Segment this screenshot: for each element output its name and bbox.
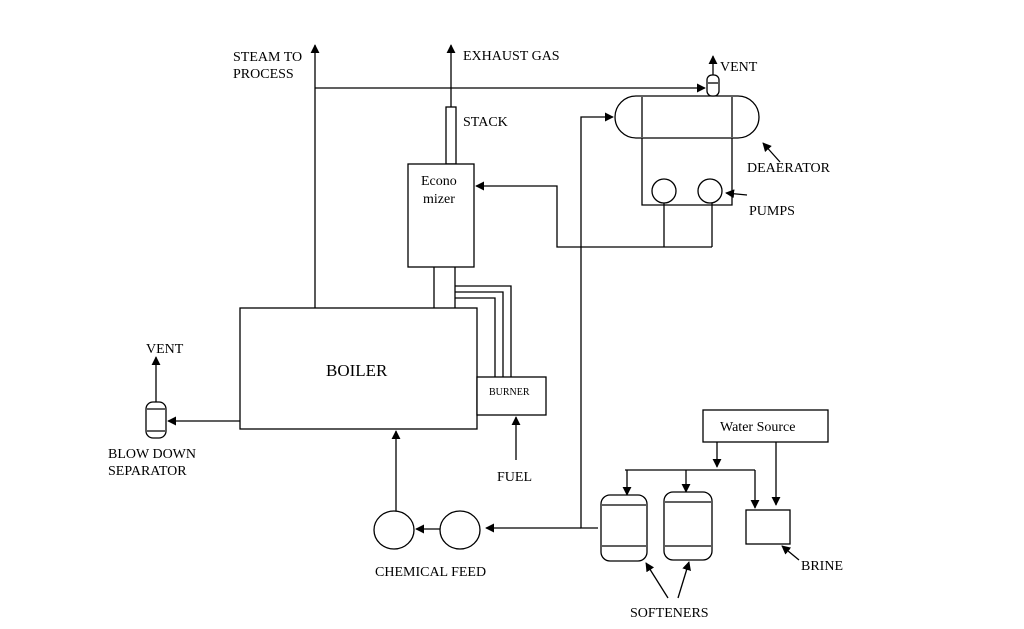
burner xyxy=(476,376,547,416)
pumps-pointer xyxy=(725,189,748,199)
brine-tank xyxy=(745,509,791,545)
softener-pointer-1 xyxy=(645,562,669,599)
pumps xyxy=(651,178,723,204)
chemical-feed-pumps xyxy=(373,510,481,550)
economizer-label: Econo xyxy=(421,174,457,189)
blow-down-separator xyxy=(145,401,167,439)
softener-2 xyxy=(663,491,713,561)
softener-pointer-2 xyxy=(677,561,691,599)
economizer-label-2: mizer xyxy=(423,192,455,207)
deaerator-vent-label: VENT xyxy=(720,60,758,75)
softener-1 xyxy=(600,494,648,562)
water-source-label: Water Source xyxy=(720,420,795,435)
fuel-label: FUEL xyxy=(497,470,532,485)
deaerator-label: DEAERATOR xyxy=(747,161,831,176)
stack xyxy=(445,106,457,165)
brine-pointer xyxy=(781,545,800,561)
blowdown-vent-label: VENT xyxy=(146,342,184,357)
boiler xyxy=(239,307,478,430)
blow-down-separator-label: BLOW DOWN xyxy=(108,447,196,462)
water-source xyxy=(702,409,829,443)
boiler-label: BOILER xyxy=(326,361,388,380)
softeners-label: SOFTENERS xyxy=(630,606,709,621)
steam-to-process-label-2: PROCESS xyxy=(233,67,294,82)
steam-line xyxy=(310,44,706,308)
pumps-label: PUMPS xyxy=(749,204,795,219)
brine-label: BRINE xyxy=(801,559,843,574)
water-distribution xyxy=(622,442,781,509)
deaerator-pointer xyxy=(762,142,781,163)
exhaust-gas-label: EXHAUST GAS xyxy=(463,49,560,64)
steam-to-process-label: STEAM TO xyxy=(233,50,302,65)
economizer xyxy=(407,163,475,268)
softened-water-line xyxy=(580,112,614,529)
blow-down-separator-label-2: SEPARATOR xyxy=(108,464,187,479)
flue-duct xyxy=(433,267,512,377)
stack-label: STACK xyxy=(463,115,508,130)
chemical-feed-label: CHEMICAL FEED xyxy=(375,565,486,580)
burner-label: BURNER xyxy=(489,387,530,398)
deaerator xyxy=(614,74,760,206)
feedwater-line xyxy=(475,181,713,248)
